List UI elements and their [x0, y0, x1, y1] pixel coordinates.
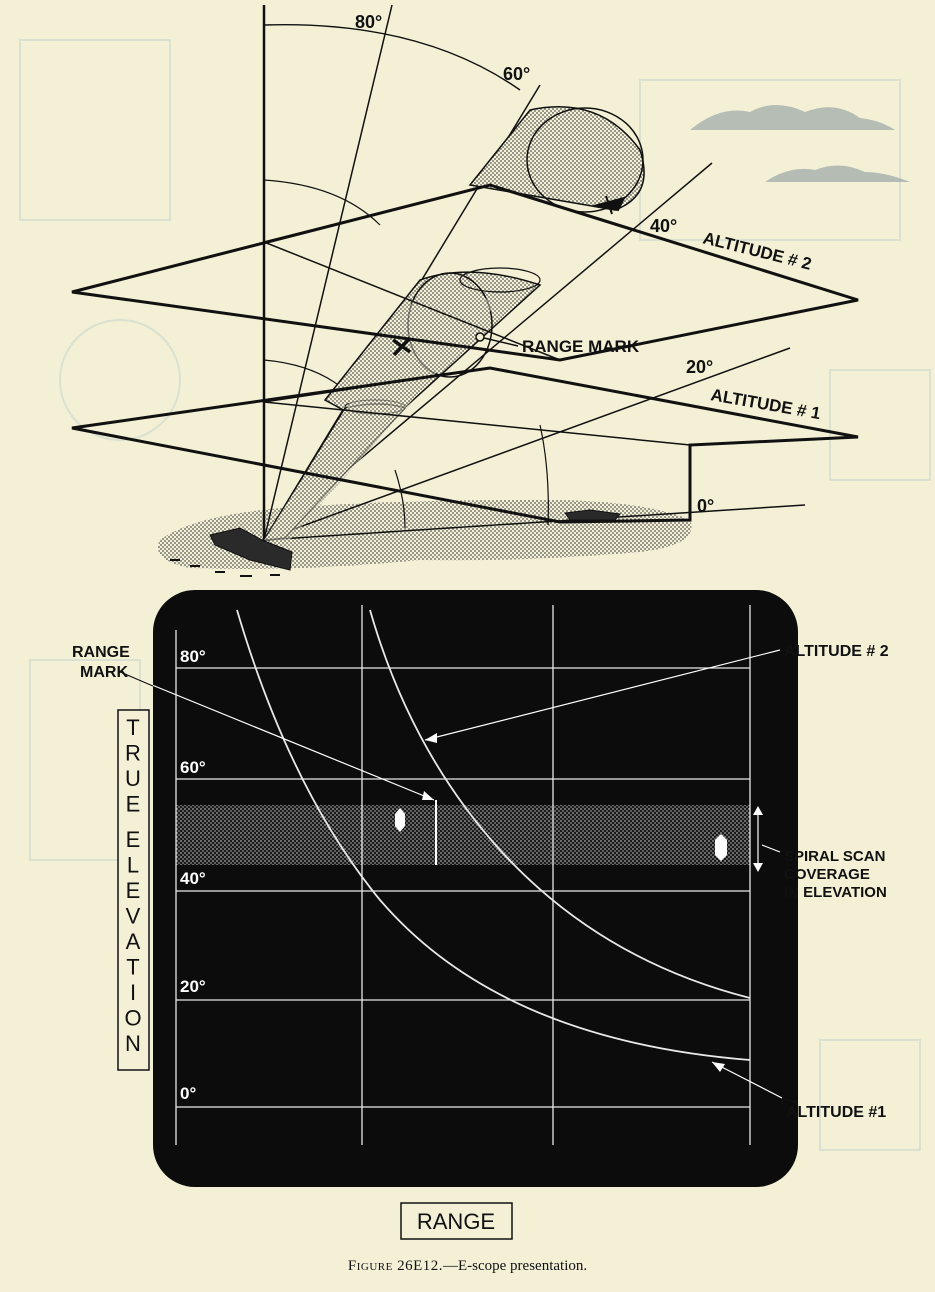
ghost-clouds — [690, 105, 910, 182]
distant-ship-icon — [564, 509, 621, 521]
ghost-background — [19, 39, 931, 1151]
scope-range-mark-label-line1: RANGE — [72, 644, 130, 661]
spiral-scan-band — [176, 805, 750, 865]
sea-waves — [170, 559, 280, 577]
altitude-2-curve — [369, 609, 751, 999]
target-pip-left — [395, 808, 405, 832]
angle-0-label: 0° — [697, 496, 714, 516]
elev-tick-60: 60° — [180, 758, 206, 777]
spiral-scan-label-line1: SPIRAL SCAN — [784, 848, 885, 865]
elevation-diagram: 80° 60° 40° 20° 0° ALTITUDE # 2 ALTITUDE… — [71, 4, 859, 577]
scope-altitude-1-label: ALTITUDE #1 — [786, 1104, 886, 1121]
scope-screen — [153, 590, 798, 1187]
y-axis-letter: E — [126, 878, 141, 903]
elev-tick-40: 40° — [180, 869, 206, 888]
y-axis-letter: A — [126, 929, 141, 954]
angle-20-label: 20° — [686, 357, 713, 377]
y-axis-letter: R — [125, 741, 141, 766]
scope-grid — [175, 605, 751, 1145]
y-axis-letter: U — [125, 766, 141, 791]
angle-80-label: 80° — [355, 12, 382, 32]
callout-outer-leaders — [117, 646, 799, 1104]
y-axis-letter: E — [126, 827, 141, 852]
e-scope: 80° 60° 40° 20° 0° — [153, 590, 798, 1187]
y-axis-letter: T — [126, 955, 139, 980]
y-axis-letter: E — [126, 792, 141, 817]
spiral-scan-label-line2: COVERAGE — [784, 866, 870, 883]
target-pip-right — [715, 834, 727, 861]
y-axis-letter: V — [126, 904, 141, 929]
x-axis-label: RANGE — [417, 1209, 495, 1234]
scope-range-mark-label-line2: MARK — [80, 664, 128, 681]
range-mark-label: RANGE MARK — [522, 337, 640, 356]
altitude-1-label: ALTITUDE # 1 — [709, 385, 822, 423]
caption-text: —E-scope presentation. — [443, 1258, 588, 1274]
figure-caption: Figure 26E12.—E-scope presentation. — [0, 1258, 935, 1275]
y-axis-label-box — [117, 709, 150, 1071]
y-axis-letter: I — [130, 980, 136, 1005]
aircraft-icon — [593, 195, 626, 215]
elev-tick-0: 0° — [180, 1084, 196, 1103]
upper-cone — [468, 106, 645, 211]
y-axis-letter: L — [127, 853, 139, 878]
y-axis-letter: N — [125, 1031, 141, 1056]
altitude-1-curve — [236, 609, 751, 1061]
angle-40-label: 40° — [650, 216, 677, 236]
elev-tick-80: 80° — [180, 647, 206, 666]
own-ship-icon — [209, 527, 293, 571]
y-axis-letter: O — [124, 1006, 141, 1031]
scope-altitude-2-label: ALTITUDE # 2 — [784, 643, 889, 660]
callouts — [129, 649, 783, 1099]
caption-figure-number: Figure 26E12. — [347, 1258, 443, 1274]
spiral-scan-label-line3: IN ELEVATION — [784, 884, 887, 901]
angle-60-label: 60° — [503, 64, 530, 84]
y-axis-letter: T — [126, 715, 139, 740]
x-axis-label-box — [400, 1202, 513, 1240]
elev-tick-20: 20° — [180, 977, 206, 996]
target-cross-icon — [391, 336, 412, 357]
